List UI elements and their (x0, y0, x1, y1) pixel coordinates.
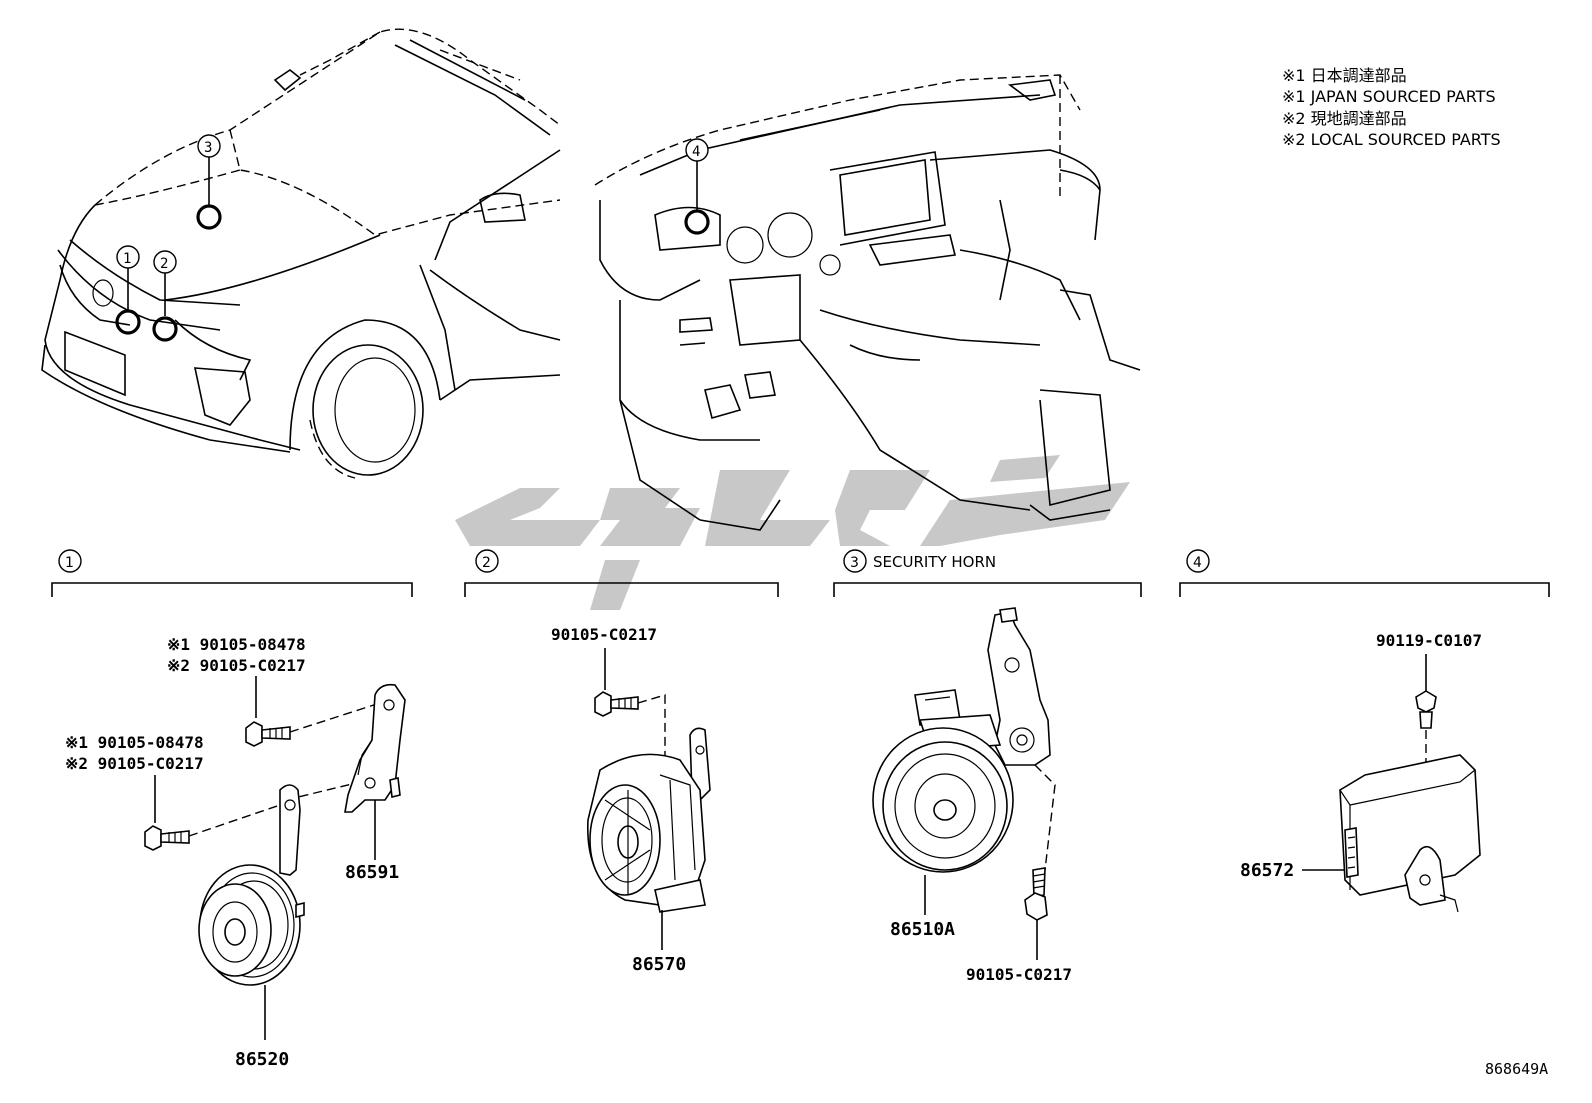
s3-bolt-label: 90105-C0217 (966, 965, 1072, 984)
s3-horn-86510A (872, 689, 1014, 873)
s1-bolt-b-icon (144, 825, 190, 851)
s1-bracket-86591 (344, 683, 406, 813)
callout-2-label: 2 (160, 256, 168, 272)
car-callouts: 3 1 2 (115, 134, 222, 342)
section-4-bracket (1179, 582, 1550, 597)
callout-3-label: 3 (204, 140, 212, 156)
section-3-bubble (843, 549, 867, 573)
section-2-bubble (475, 549, 499, 573)
car-front-illustration (41, 28, 561, 479)
section-1-num: 1 (65, 555, 74, 571)
section-2-parts: 90105-C0217 86570 (551, 625, 711, 975)
watermark-logo (455, 455, 1130, 610)
location-marker-3 (196, 204, 222, 230)
legend-line-2: ※1 JAPAN SOURCED PARTS (1282, 87, 1496, 106)
section-3-num: 3 (850, 555, 859, 571)
s3-horn-label: 86510A (890, 919, 955, 940)
s1-bolt-a-label-1: ※1 90105-08478 (167, 635, 306, 654)
section-3-title: SECURITY HORN (873, 553, 996, 571)
dashboard-illustration (594, 74, 1141, 531)
s1-horn-86520 (198, 784, 305, 986)
figure-id: 868649A (1485, 1060, 1548, 1078)
section-4-bubble (1186, 549, 1210, 573)
s1-bolt-a-label-2: ※2 90105-C0217 (167, 656, 306, 675)
s4-bolt-label: 90119-C0107 (1376, 631, 1482, 650)
s1-horn-label: 86520 (235, 1049, 289, 1070)
location-marker-1 (115, 309, 141, 335)
s2-horn-label: 86570 (632, 954, 686, 975)
section-2-bracket (464, 582, 779, 597)
s1-bolt-b-label-2: ※2 90105-C0217 (65, 754, 204, 773)
callout-4-label: 4 (692, 144, 700, 160)
location-marker-4 (684, 209, 710, 235)
s1-bracket-label: 86591 (345, 862, 399, 883)
s2-horn-86570 (587, 727, 711, 913)
section-2-num: 2 (482, 555, 491, 571)
section-3-parts: 90105-C0217 86510A (872, 607, 1072, 984)
s4-ecu-86572 (1339, 754, 1481, 913)
s2-bolt-icon (594, 691, 639, 717)
legend-line-3: ※2 現地調達部品 (1282, 109, 1407, 128)
s2-bolt-label: 90105-C0217 (551, 625, 657, 644)
section-4-parts: 90119-C0107 86572 (1240, 631, 1482, 913)
callout-1-label: 1 (123, 251, 131, 267)
section-3-bracket (833, 582, 1142, 597)
section-1-parts: ※1 90105-08478 ※2 90105-C0217 ※1 90105-0… (65, 635, 406, 1070)
section-1-bracket (51, 582, 413, 597)
s1-bolt-a-icon (245, 721, 291, 747)
legend-line-4: ※2 LOCAL SOURCED PARTS (1282, 130, 1501, 149)
s3-bolt-icon (1024, 867, 1048, 921)
section-4-num: 4 (1193, 555, 1202, 571)
section-headers: 1 2 3 SECURITY HORN 4 (51, 549, 1550, 597)
location-marker-2 (152, 316, 178, 342)
s4-bolt-icon (1415, 690, 1437, 729)
s3-bracket (987, 607, 1051, 766)
section-1-bubble (58, 549, 82, 573)
dashboard-callout: 4 (684, 138, 710, 235)
s1-bolt-b-label-1: ※1 90105-08478 (65, 733, 204, 752)
legend-line-1: ※1 日本調達部品 (1282, 66, 1407, 85)
legend: ※1 日本調達部品 ※1 JAPAN SOURCED PARTS ※2 現地調達… (1282, 66, 1501, 149)
s4-ecu-label: 86572 (1240, 860, 1294, 881)
